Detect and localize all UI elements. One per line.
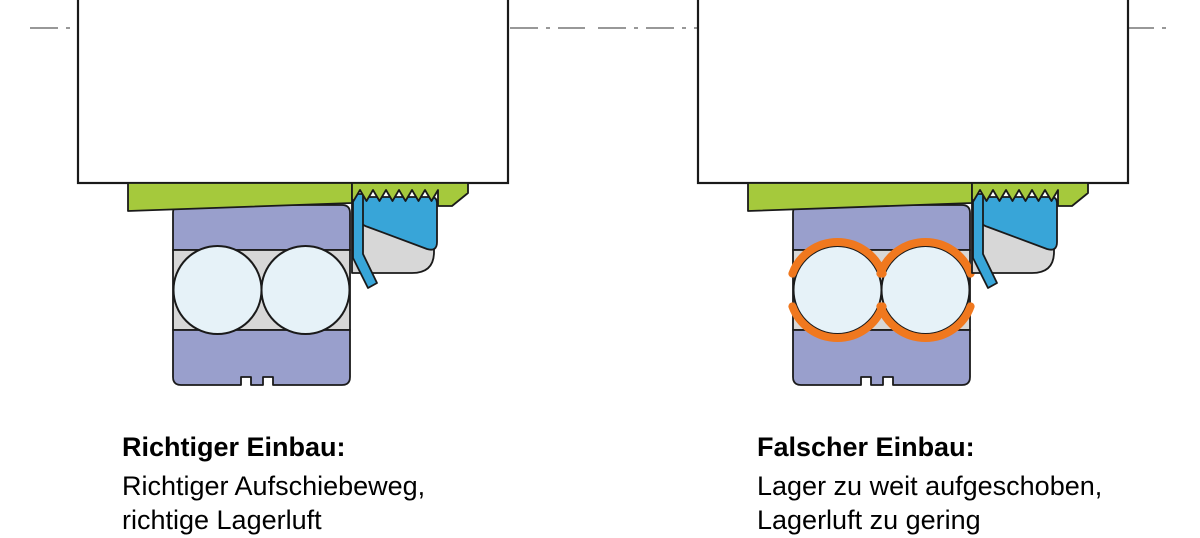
caption-correct-heading: Richtiger Einbau: [122,432,346,462]
caption-incorrect-line2: Lagerluft zu gering [757,505,981,535]
caption-correct: Richtiger Einbau: Richtiger Aufschiebewe… [122,430,425,537]
caption-correct-line2: richtige Lagerluft [122,505,322,535]
roller-left [792,245,883,335]
bearing-outer-ring-bottom [172,329,351,386]
sleeve-thread [971,182,1089,207]
bearing-outer-ring-top [172,204,351,251]
stress-arc-top-left [788,238,887,278]
stress-arc-top-right [876,238,975,278]
correct-installation-diagram [76,0,510,386]
caption-incorrect-heading: Falscher Einbau: [757,432,975,462]
shaft-section [696,0,1130,185]
shaft-section [76,0,510,185]
adapter-sleeve [747,182,973,212]
caption-correct-line1: Richtiger Aufschiebeweg, [122,471,426,501]
stress-arc-bottom-left [788,302,887,342]
roller-right [880,245,971,335]
bearing-outer-ring-bottom [792,329,971,386]
sleeve-thread [351,182,469,207]
roller-right [260,245,351,335]
caption-incorrect: Falscher Einbau: Lager zu weit aufgescho… [757,430,1102,537]
roller-left [172,245,263,335]
adapter-sleeve [127,182,353,212]
caption-incorrect-line1: Lager zu weit aufgeschoben, [757,471,1103,501]
stress-arc-bottom-right [876,302,975,342]
incorrect-installation-diagram [696,0,1130,386]
